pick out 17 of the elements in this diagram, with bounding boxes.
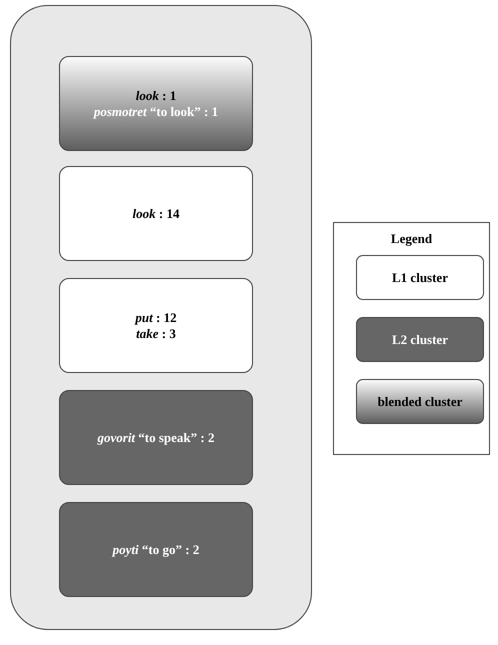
cluster-label: posmotret “to look” : 1 [94,104,218,120]
cluster-label: look : 1 [136,88,176,104]
legend-label: blended cluster [378,394,462,410]
cluster-box [59,166,253,261]
cluster-box [59,390,253,485]
cluster-label: poyti “to go” : 2 [112,542,200,558]
cluster-label: govorit “to speak” : 2 [97,430,214,446]
legend-label: L1 cluster [392,270,448,286]
group-panel [10,5,312,630]
cluster-box [59,56,253,151]
cluster-box [59,502,253,597]
cluster-box [59,278,253,373]
legend-label: L2 cluster [392,332,448,348]
cluster-label: take : 3 [136,326,176,342]
legend-title: Legend [390,231,434,247]
cluster-label: look : 14 [132,206,180,222]
cluster-label: put : 12 [135,310,177,326]
